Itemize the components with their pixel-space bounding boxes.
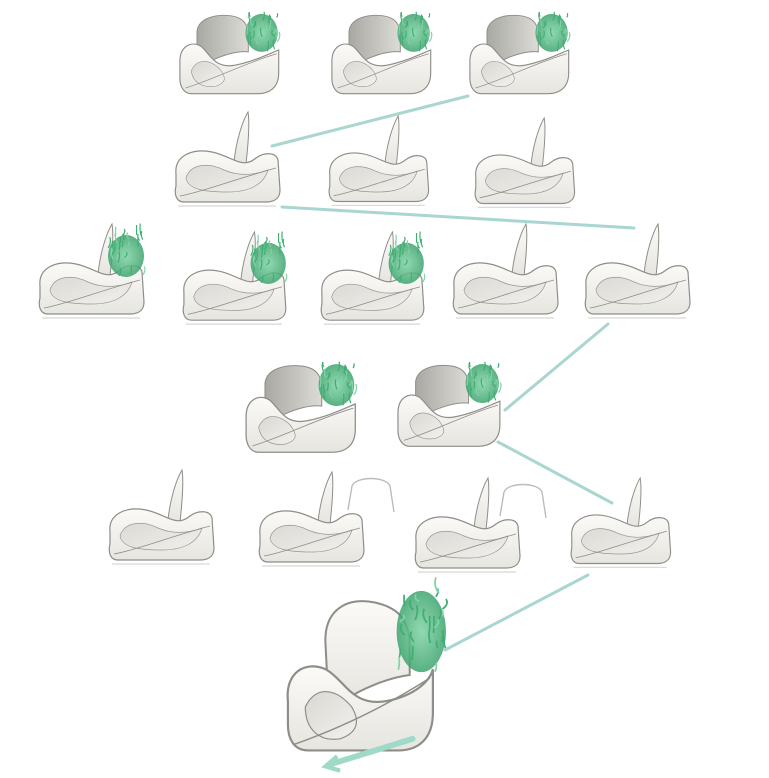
chair-sketch-fin-back — [174, 110, 281, 207]
planted-foliage — [318, 361, 358, 407]
connector-line — [443, 573, 590, 652]
planted-foliage — [388, 231, 426, 284]
chair-sketch-final-planter-chair — [286, 577, 448, 773]
chair-sketch-planter-sculpted — [245, 361, 358, 453]
chair-sketch-fin-planter — [182, 230, 288, 325]
chair-sketch-fin-back — [108, 468, 215, 565]
chair-sketch-fin-back — [452, 222, 559, 319]
planted-foliage — [465, 361, 502, 404]
connector-lines — [270, 94, 636, 652]
chair-sketch-fin-planter — [320, 230, 426, 325]
chair-sketch-planter-sculpted — [331, 11, 433, 95]
chair-sketch-fin-planter — [38, 222, 146, 319]
direction-arrow-icon — [321, 735, 416, 773]
chair-sketch-fin-back — [328, 114, 430, 206]
chair-sketch-fin-back-handle — [414, 476, 547, 573]
chair-sketch-planter-sculpted — [179, 11, 281, 95]
planted-foliage — [245, 11, 281, 52]
planted-foliage — [250, 231, 288, 284]
handle-sketch — [503, 483, 547, 519]
connector-line — [503, 322, 610, 412]
planted-foliage — [107, 223, 146, 277]
planted-foliage — [397, 11, 433, 52]
chair-sketch-planter-sculpted — [397, 361, 502, 447]
chair-sketch-planter-sculpted — [469, 11, 571, 95]
connector-line — [270, 94, 470, 148]
planted-foliage — [535, 11, 571, 52]
connector-line — [496, 440, 614, 505]
chair-sketch-fin-back — [584, 222, 691, 319]
connector-line — [280, 205, 636, 230]
chair-sketch-fin-back — [570, 476, 672, 568]
planted-foliage — [396, 577, 448, 673]
chair-sketch-fin-back — [474, 116, 576, 208]
chair-sketch-fin-back-handle — [258, 470, 395, 567]
handle-sketch — [351, 477, 395, 513]
